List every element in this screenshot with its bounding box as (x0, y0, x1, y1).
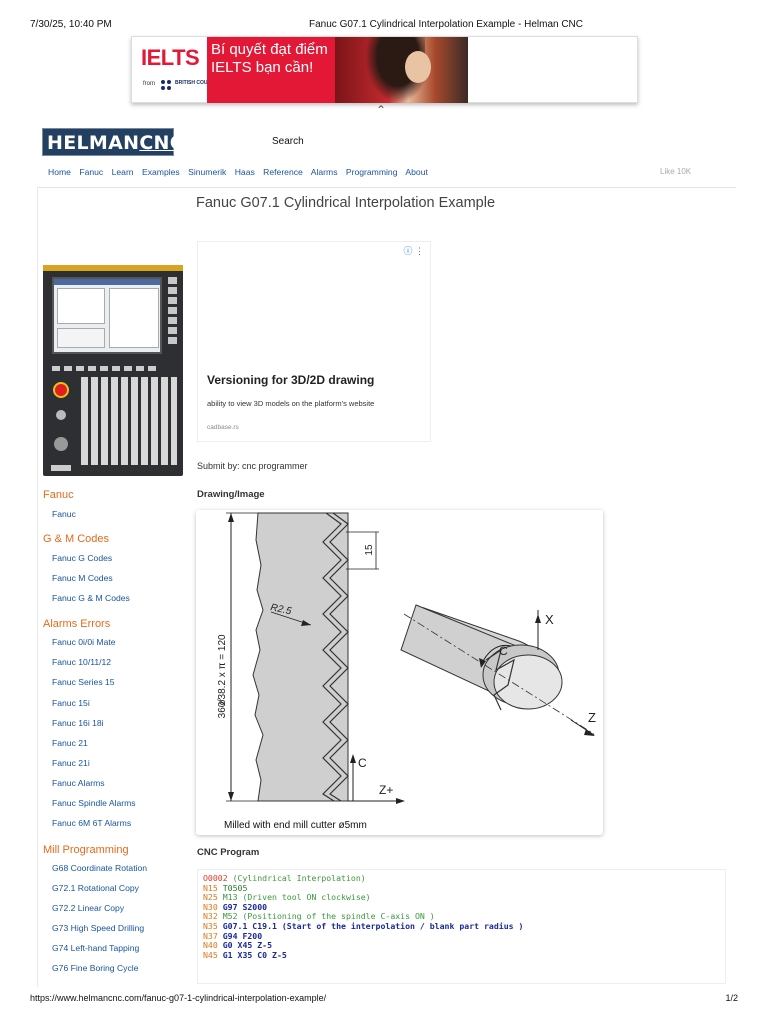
drawing-image: ø38.2 x π = 120 360° R2.5 15 C Z+ X Z C … (196, 510, 603, 835)
sidebar-item-g68[interactable]: G68 Coordinate Rotation (52, 863, 148, 873)
sidebar-item-g72-2[interactable]: G72.2 Linear Copy (52, 903, 125, 913)
ad-tagline-panel: Bí quyết đạt điểm IELTS bạn cần! (207, 37, 335, 103)
sidebar-section-fanuc: Fanuc (43, 489, 74, 501)
nav-programming[interactable]: Programming (345, 167, 398, 177)
ad-from-text: from (143, 81, 155, 87)
fanuc-control-panel-image[interactable] (43, 265, 183, 476)
main-nav: Home Fanuc Learn Examples Sinumerik Haas… (48, 167, 434, 177)
code-line: O0002 (Cylindrical Interpolation) (203, 873, 366, 883)
axis-c-label: C (358, 756, 367, 770)
dimension-15-label: 15 (364, 544, 375, 556)
sidebar-item-fanuc-10-11-12[interactable]: Fanuc 10/11/12 (52, 657, 112, 667)
ad-body-text: ability to view 3D models on the platfor… (207, 399, 375, 408)
sidebar-item-fanuc-series-15[interactable]: Fanuc Series 15 (52, 677, 115, 687)
code-line: N25 M13 (Driven tool ON clockwise) (203, 892, 371, 903)
ielts-logo: IELTS (141, 45, 200, 70)
nav-fanuc[interactable]: Fanuc (79, 167, 104, 177)
axis-z-label: Z (588, 710, 596, 725)
nav-about[interactable]: About (405, 167, 428, 177)
chevron-up-icon[interactable]: ⌃ (376, 103, 387, 117)
header-divider (37, 187, 736, 188)
dimension-360-label: 360° (217, 698, 228, 719)
print-page-title: Fanuc G07.1 Cylindrical Interpolation Ex… (309, 19, 584, 30)
ad-url[interactable]: cadbase.rs (207, 424, 239, 431)
logo-text: HELMAN (47, 132, 140, 154)
nav-examples[interactable]: Examples (141, 167, 180, 177)
code-line: N15 T0505 (203, 882, 248, 893)
ad-tagline: Bí quyết đạt điểm IELTS bạn cần! (211, 41, 328, 76)
nav-sinumerik[interactable]: Sinumerik (188, 167, 227, 177)
drawing-caption: Milled with end mill cutter ø5mm (224, 820, 367, 831)
axis-z-plus-label: Z+ (379, 783, 393, 797)
nav-home[interactable]: Home (48, 167, 71, 177)
site-logo[interactable]: HELMANCNC (42, 128, 184, 156)
code-line: N32 M52 (Positioning of the spindle C-ax… (203, 911, 435, 922)
axis-x-label: X (545, 612, 554, 627)
cnc-program-heading: CNC Program (197, 847, 260, 858)
ielts-banner-ad[interactable]: IELTS from BRITISH COUNCIL Bí quyết đạt … (131, 36, 638, 103)
nav-haas[interactable]: Haas (234, 167, 255, 177)
ad-headline[interactable]: Versioning for 3D/2D drawing (207, 373, 375, 387)
british-council-text: BRITISH COUNCIL (175, 80, 220, 86)
logo-text-cnc: CNC (139, 132, 185, 154)
code-line: N30 G97 S2000 (203, 901, 268, 912)
emergency-stop-icon (53, 382, 69, 398)
sidebar-item-g72-1[interactable]: G72.1 Rotational Copy (52, 883, 139, 893)
sidebar-divider (37, 187, 38, 987)
code-line: N35 G07.1 C19.1 (Start of the interpolat… (203, 920, 524, 931)
drawing-heading: Drawing/Image (197, 489, 265, 500)
sidebar-item-g74[interactable]: G74 Left-hand Tapping (52, 943, 140, 953)
sidebar-section-alarms: Alarms Errors (43, 618, 111, 630)
sidebar-item-fanuc-g-codes[interactable]: Fanuc G Codes (52, 553, 113, 563)
print-page-number: 1/2 (725, 993, 738, 1003)
sidebar-item-g73[interactable]: G73 High Speed Drilling (52, 923, 145, 933)
cylinder-drawing-svg: ø38.2 x π = 120 360° R2.5 15 C Z+ X Z C (217, 512, 596, 804)
print-datetime: 7/30/25, 10:40 PM (30, 19, 112, 30)
sidebar-item-fanuc-21[interactable]: Fanuc 21 (52, 738, 88, 748)
sidebar-item-fanuc-m-codes[interactable]: Fanuc M Codes (52, 573, 113, 583)
nav-learn[interactable]: Learn (111, 167, 134, 177)
sidebar-item-fanuc-16i-18i[interactable]: Fanuc 16i 18i (52, 718, 104, 728)
sidebar-item-g76[interactable]: G76 Fine Boring Cycle (52, 963, 139, 973)
sidebar-item-fanuc-alarms[interactable]: Fanuc Alarms (52, 778, 105, 788)
ad-choices-icon[interactable]: ⓘ ⋮ (403, 246, 424, 256)
like-button[interactable]: Like 10K (660, 167, 692, 176)
sidebar-item-fanuc-15i[interactable]: Fanuc 15i (52, 698, 90, 708)
sidebar-section-mill-programming: Mill Programming (43, 844, 129, 856)
sidebar-item-fanuc[interactable]: Fanuc (52, 509, 76, 519)
sidebar-item-fanuc-21i[interactable]: Fanuc 21i (52, 758, 90, 768)
british-council-logo-icon (161, 80, 172, 91)
sidebar-item-fanuc-6m-6t-alarms[interactable]: Fanuc 6M 6T Alarms (52, 818, 132, 828)
dimension-circumference-label: ø38.2 x π = 120 (217, 634, 228, 706)
inline-ad[interactable]: ⓘ ⋮ Versioning for 3D/2D drawing ability… (197, 241, 431, 442)
axis-c-3d-label: C (499, 644, 508, 658)
print-url: https://www.helmancnc.com/fanuc-g07-1-cy… (30, 993, 327, 1003)
sidebar-section-gm-codes: G & M Codes (43, 533, 110, 545)
sidebar-item-fanuc-0i[interactable]: Fanuc 0i/0i Mate (52, 637, 116, 647)
radius-label: R2.5 (269, 602, 292, 617)
nav-alarms[interactable]: Alarms (310, 167, 338, 177)
submit-by-text: Submit by: cnc programmer (197, 461, 308, 471)
search-link[interactable]: Search (272, 136, 304, 147)
sidebar-item-fanuc-spindle-alarms[interactable]: Fanuc Spindle Alarms (52, 798, 136, 808)
page-title: Fanuc G07.1 Cylindrical Interpolation Ex… (196, 195, 496, 211)
code-line: N45 G1 X35 C0 Z-5 (203, 949, 287, 960)
nav-reference[interactable]: Reference (263, 167, 303, 177)
sidebar-item-fanuc-gm-codes[interactable]: Fanuc G & M Codes (52, 593, 130, 603)
code-line: N37 G94 F200 (203, 930, 263, 941)
code-line: N40 G0 X45 Z-5 (203, 940, 273, 951)
ad-photo (335, 37, 468, 103)
cnc-program-code: O0002 (Cylindrical Interpolation) N15 T0… (197, 869, 726, 984)
